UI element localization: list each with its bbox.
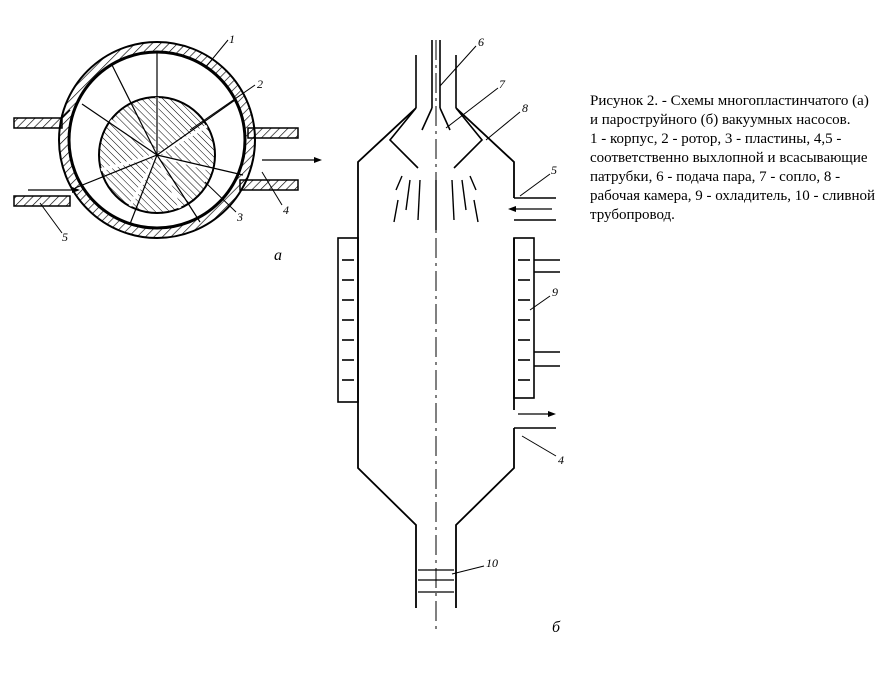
vane-pump-diagram: 1 2 3 4 5 а — [13, 32, 322, 264]
label-drain-pipe: 10 — [486, 556, 498, 570]
steam-jet-pump-diagram — [337, 40, 560, 630]
label-exhaust-outlet: 4 — [558, 453, 564, 467]
subfigure-label-a: а — [274, 247, 282, 264]
subfigure-label-b: б — [552, 619, 561, 636]
label-suction-inlet: 5 — [551, 163, 557, 177]
label-suction-pipe: 5 — [62, 230, 68, 244]
label-rotor: 2 — [257, 77, 263, 91]
label-working-chamber: 8 — [522, 101, 528, 115]
figure-caption: Рисунок 2. - Схемы многопластинчатого (а… — [590, 92, 876, 225]
label-cooler: 9 — [552, 285, 558, 299]
steam-spray — [393, 175, 479, 230]
steam-supply-pipe — [415, 40, 457, 108]
caption-title: Рисунок 2. - Схемы многопластинчатого (а… — [590, 93, 869, 128]
label-casing: 1 — [229, 32, 235, 46]
plates — [74, 52, 244, 225]
label-steam-supply: 6 — [478, 35, 484, 49]
caption-legend: 1 - корпус, 2 - ротор, 3 - пластины, 4,5… — [590, 131, 876, 223]
exhaust-pipe — [239, 127, 322, 191]
label-nozzle: 7 — [499, 77, 506, 91]
leader-lines-a — [39, 39, 283, 234]
label-exhaust-pipe: 4 — [283, 203, 289, 217]
cooler — [337, 237, 560, 403]
label-plates: 3 — [236, 210, 243, 224]
drain-pipe — [418, 569, 454, 593]
exhaust-outlet — [514, 411, 556, 429]
leader-lines-b — [439, 45, 557, 575]
suction-inlet — [508, 197, 556, 221]
